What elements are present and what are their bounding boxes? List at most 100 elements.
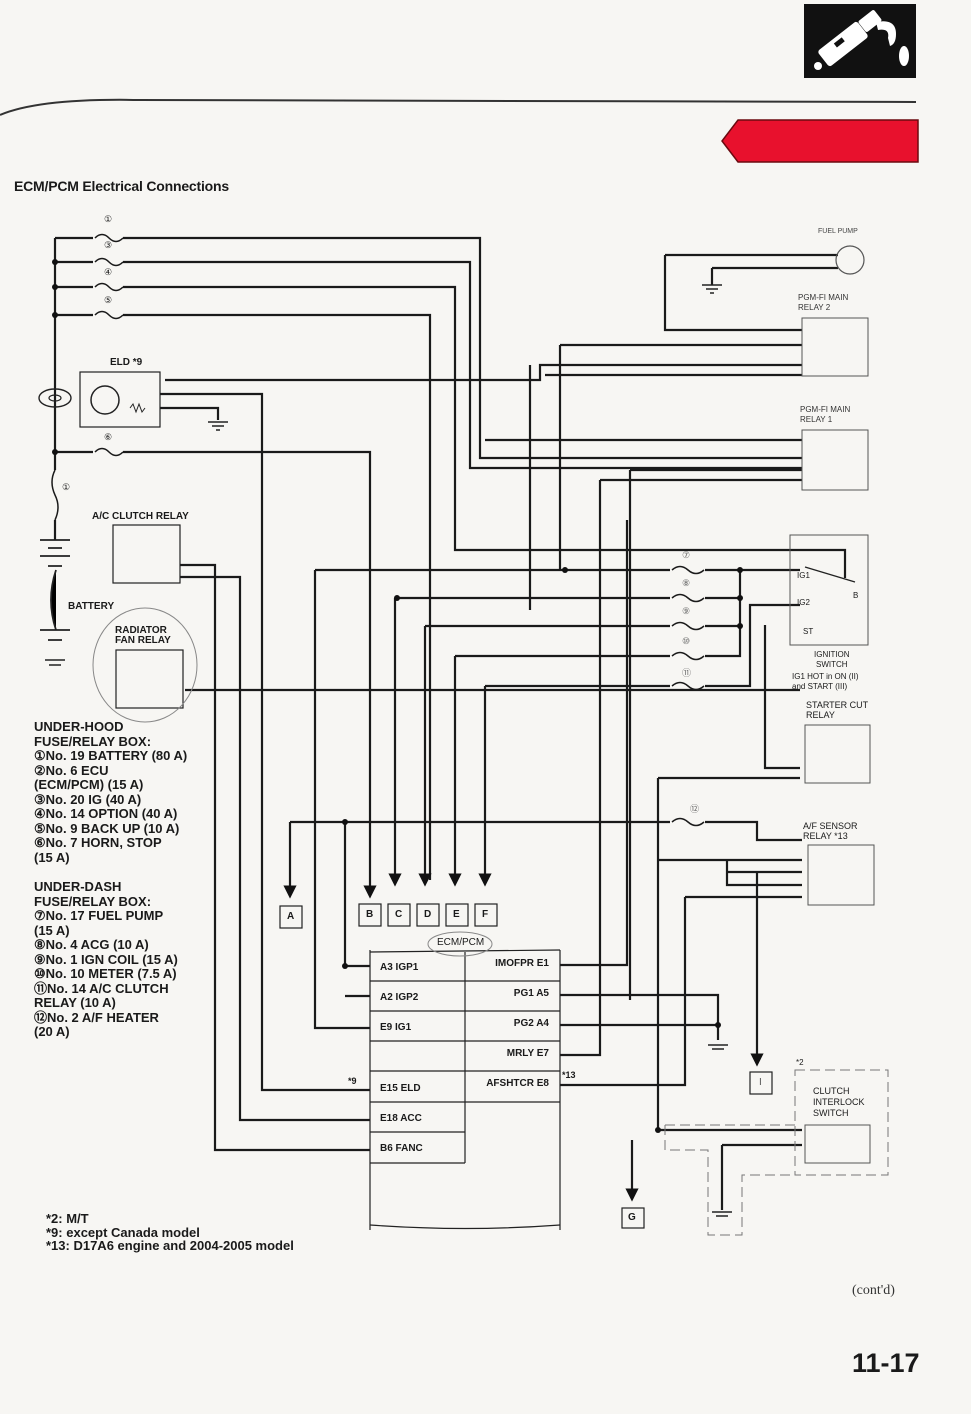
- legend-item: (ECM/PCM) (15 A): [34, 777, 144, 792]
- connector-c: C: [395, 909, 403, 920]
- ecm-pin: E9 IG1: [380, 1022, 412, 1033]
- legend-item: ⑥No. 7 HORN, STOP: [34, 835, 162, 850]
- ecm-pin: E15 ELD: [380, 1083, 421, 1094]
- fuse-marker: ⑥: [104, 432, 113, 442]
- page-number: 11-17: [852, 1348, 920, 1378]
- ecm-pin: A2 IGP2: [380, 992, 419, 1003]
- header-rule: [0, 98, 917, 116]
- b-label: B: [853, 591, 859, 600]
- radiator-fan-relay-label: RADIATOR: [115, 625, 167, 636]
- clutch-interlock-label: CLUTCH: [813, 1086, 850, 1096]
- pgm-fi-main-relay-1-box: [801, 429, 869, 491]
- legend-heading: UNDER-DASH: [34, 879, 122, 894]
- fuse-marker: ①: [62, 482, 71, 492]
- connector-b: B: [366, 909, 374, 920]
- pgm-fi-main-relay-1-label: RELAY 1: [800, 415, 833, 424]
- ecm-pin: PG2 A4: [513, 1018, 549, 1029]
- legend-item: ⑩No. 10 METER (7.5 A): [34, 966, 177, 981]
- fuel-pump-label: FUEL PUMP: [818, 228, 858, 235]
- ecm-block: [369, 949, 561, 1230]
- clutch-interlock-outline: [794, 1069, 889, 1176]
- af-sensor-relay-label: RELAY *13: [803, 831, 848, 841]
- battery-label: BATTERY: [68, 601, 115, 612]
- connector-e: E: [453, 909, 460, 920]
- ecm-pin: IMOFPR E1: [495, 958, 549, 969]
- footnote: *2: M/T: [46, 1211, 89, 1226]
- legend-heading: FUSE/RELAY BOX:: [34, 893, 152, 909]
- legend-item: (15 A): [34, 922, 70, 938]
- starter-cut-relay-label: STARTER CUT: [806, 700, 869, 710]
- fuse-marker: ④: [104, 267, 113, 277]
- eld-wire-out: [165, 363, 802, 382]
- ecm-label: ECM/PCM: [437, 937, 485, 948]
- fuse-marker: ⑩: [682, 636, 691, 646]
- fuse-marker: ⑦: [682, 550, 691, 560]
- legend-item: ⑧No. 4 ACG (10 A): [34, 937, 149, 952]
- ignition-note: and START (III): [792, 682, 848, 691]
- fuse-marker: ⑧: [682, 578, 691, 588]
- legend-item: ④No. 14 OPTION (40 A): [34, 806, 178, 821]
- footnotes: *2: M/T *9: except Canada model *13: D17…: [46, 1212, 294, 1253]
- fuel-pump-symbol: [835, 245, 865, 275]
- connector-d: D: [424, 909, 432, 920]
- radiator-fan-relay-box: [115, 649, 184, 709]
- ecm-pin: A3 IGP1: [380, 962, 419, 973]
- legend-item: ⑨No. 1 IGN COIL (15 A): [34, 951, 178, 967]
- legend-item: ②No. 6 ECU: [34, 762, 109, 778]
- legend-item: ③No. 20 IG (40 A): [34, 791, 142, 807]
- ecm-pin: B6 FANC: [380, 1143, 423, 1154]
- fuse-marker: ⑤: [104, 295, 113, 305]
- starter-cut-relay-label: RELAY: [806, 710, 835, 720]
- pgm-fi-main-relay-2-box: [801, 317, 869, 377]
- starter-cut-relay-box: [804, 724, 871, 784]
- legend-heading: FUSE/RELAY BOX:: [34, 733, 152, 749]
- legend-item: (15 A): [34, 849, 70, 865]
- clutch-interlock-note: *2: [796, 1058, 804, 1067]
- ecm-pin-note: *9: [348, 1076, 357, 1086]
- ignition-switch-label: SWITCH: [816, 660, 848, 669]
- continued-label: (cont'd): [852, 1283, 895, 1298]
- ecm-pin: MRLY E7: [506, 1048, 549, 1059]
- fuse-marker: ①: [104, 214, 113, 224]
- legend-item: ⑤No. 9 BACK UP (10 A): [34, 820, 180, 836]
- ignition-switch-label: IGNITION: [814, 650, 850, 659]
- af-sensor-relay-box: [807, 844, 875, 906]
- ignition-note: IG1 HOT in ON (II): [792, 672, 859, 681]
- radiator-fan-relay-label: FAN RELAY: [115, 635, 171, 646]
- ignition-switch-box: [789, 534, 869, 646]
- legend-item: ⑫No. 2 A/F HEATER: [34, 1009, 159, 1025]
- fuse-marker: ③: [104, 240, 113, 250]
- legend-heading: UNDER-HOOD: [34, 719, 124, 734]
- eld-sensor: [38, 388, 72, 408]
- legend-item: ①No. 19 BATTERY (80 A): [34, 748, 188, 763]
- ecm-pin: AFSHTCR E8: [486, 1078, 549, 1089]
- fuel-nozzle-icon: [804, 4, 916, 78]
- page-title: ECM/PCM Electrical Connections: [14, 178, 229, 194]
- ac-clutch-relay-label: A/C CLUTCH RELAY: [92, 511, 189, 522]
- legend-item: RELAY (10 A): [34, 995, 116, 1010]
- pgm-fi-main-relay-2-label: PGM-FI MAIN: [798, 293, 849, 302]
- af-sensor-relay-label: A/F SENSOR: [803, 821, 858, 831]
- ig2-label: IG2: [797, 598, 810, 607]
- section-tab[interactable]: [720, 118, 920, 164]
- ecm-pin-note: *13: [562, 1070, 576, 1080]
- eld-label: ELD *9: [110, 357, 143, 368]
- connector-a: A: [287, 911, 295, 922]
- legend-item: ⑦No. 17 FUEL PUMP: [34, 908, 164, 923]
- connector-boxes: [279, 903, 773, 1229]
- pgm-fi-main-relay-2-label: RELAY 2: [798, 303, 831, 312]
- legend-under-hood: UNDER-HOOD FUSE/RELAY BOX: ①No. 19 BATTE…: [34, 719, 188, 865]
- pgm-fi-main-relay-1-label: PGM-FI MAIN: [800, 405, 851, 414]
- battery-symbol: [40, 539, 70, 641]
- wire-3: [55, 260, 802, 470]
- legend-under-dash: UNDER-DASH FUSE/RELAY BOX: ⑦No. 17 FUEL …: [34, 879, 178, 1040]
- ecm-pin: E18 ACC: [380, 1113, 422, 1124]
- fuse-marker: ⑪: [682, 668, 692, 678]
- ecm-pin: PG1 A5: [513, 988, 549, 999]
- fuse-marker: ⑫: [690, 804, 700, 814]
- ac-clutch-relay-box: [112, 524, 181, 584]
- connector-g: G: [628, 1212, 636, 1223]
- ig1-label: IG1: [797, 571, 810, 580]
- connector-f: F: [482, 909, 489, 920]
